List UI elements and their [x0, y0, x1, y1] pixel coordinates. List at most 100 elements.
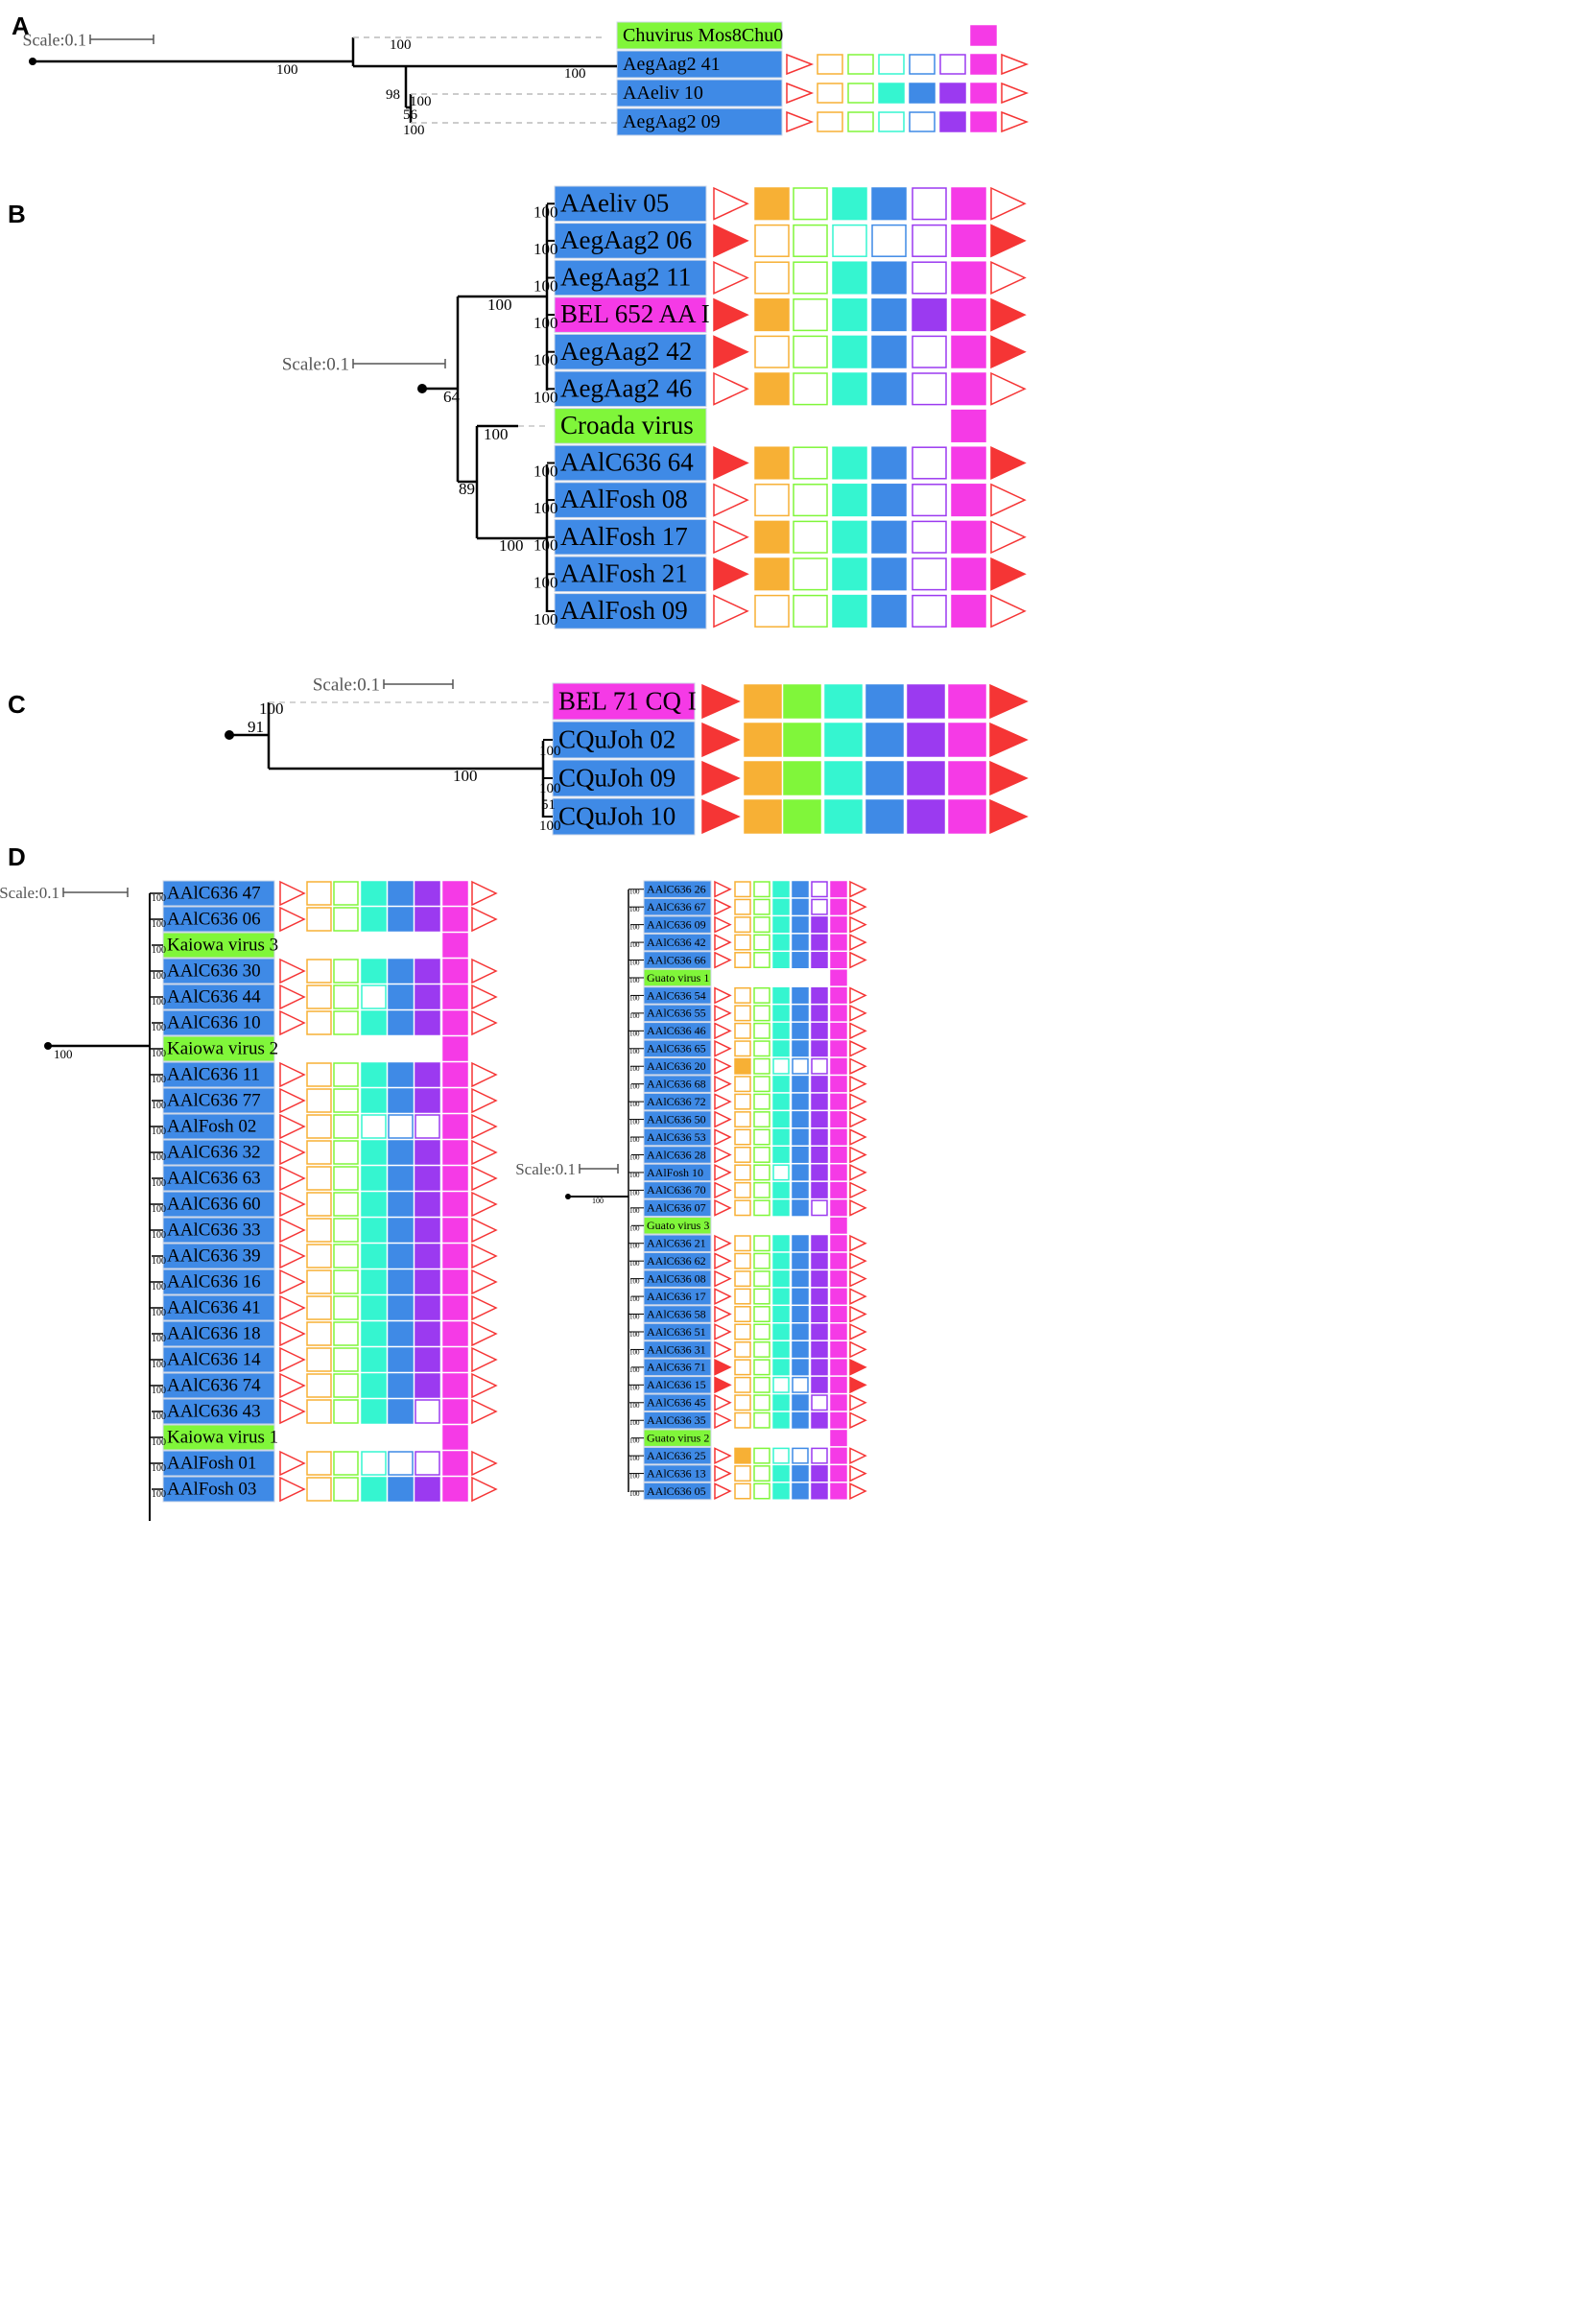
glyco-arrow	[849, 934, 867, 951]
green-box	[783, 799, 821, 834]
taxon-name: AAlC636 55	[647, 1007, 706, 1020]
taxon-label-box	[616, 107, 783, 136]
rdrp-arrow	[714, 1093, 732, 1111]
taxon-name: AAlC636 32	[167, 1143, 261, 1163]
cyan-box	[878, 111, 905, 132]
purple-box	[912, 484, 947, 517]
cyan-box	[772, 1288, 790, 1305]
orange-box	[734, 881, 751, 898]
rdrp-arrow	[713, 520, 749, 555]
cyan-box	[832, 557, 867, 591]
blue-box	[792, 1465, 809, 1482]
orange-box	[734, 1376, 751, 1393]
rdrp-arrow	[714, 986, 732, 1005]
glyco-arrow	[471, 1217, 498, 1244]
bootstrap-value: 100	[152, 1282, 166, 1292]
rdrp-arrow	[714, 1039, 732, 1057]
magenta-box	[830, 934, 847, 951]
magenta-box	[442, 1140, 468, 1165]
cyan-box	[361, 1166, 387, 1191]
bootstrap-value: 100	[629, 1101, 640, 1108]
green-box	[753, 1057, 770, 1075]
taxon-name: CQuJoh 10	[558, 801, 675, 830]
orange-box	[754, 224, 790, 257]
glyco-arrow	[849, 1323, 867, 1340]
bootstrap-value: 100	[629, 941, 640, 949]
taxon-label-box	[162, 1165, 275, 1192]
rdrp-arrow	[279, 1372, 306, 1399]
green-box	[753, 1252, 770, 1269]
bootstrap-value: 100	[152, 1489, 166, 1500]
blue-box	[792, 1040, 809, 1057]
bootstrap-value: 89	[459, 480, 475, 498]
green-box	[753, 1111, 770, 1128]
orange-box	[754, 446, 790, 480]
green-box	[333, 1166, 359, 1191]
bootstrap-value: 100	[152, 1023, 166, 1033]
glyco-arrow	[471, 1372, 498, 1399]
rdrp-arrow	[714, 898, 732, 916]
magenta-box	[951, 372, 986, 406]
orange-box	[734, 952, 751, 968]
cyan-box	[772, 1270, 790, 1288]
cyan-box	[772, 1164, 790, 1181]
glyco-arrow	[471, 984, 498, 1010]
magenta-box	[442, 1373, 468, 1398]
green-box	[333, 1373, 359, 1398]
taxon-name: AegAag2 42	[560, 337, 692, 366]
green-box	[333, 1114, 359, 1139]
taxon-label-box	[162, 1087, 275, 1114]
rdrp-arrow	[786, 82, 815, 105]
glyco-arrow	[471, 1269, 498, 1295]
taxon-label-box	[554, 593, 707, 629]
purple-box	[811, 1057, 828, 1075]
blue-box	[792, 1411, 809, 1429]
blue-box	[792, 1376, 809, 1393]
rdrp-arrow	[714, 1411, 732, 1430]
purple-box	[907, 684, 945, 719]
orange-box	[734, 1359, 751, 1376]
rdrp-arrow	[713, 297, 749, 332]
bootstrap-value: 100	[152, 893, 166, 904]
glyco-arrow	[849, 1198, 867, 1217]
taxon-name: AAlC636 11	[167, 1065, 260, 1085]
glyco-arrow	[471, 958, 498, 984]
purple-box	[811, 1093, 828, 1110]
green-box	[753, 1199, 770, 1217]
orange-box	[734, 1147, 751, 1163]
glyco-arrow	[471, 1139, 498, 1166]
magenta-box	[951, 187, 986, 221]
blue-box	[792, 952, 809, 968]
cyan-box	[832, 335, 867, 368]
taxon-name: AAlC636 26	[647, 883, 706, 896]
cyan-box	[772, 986, 790, 1004]
green-box	[753, 1376, 770, 1393]
taxon-label-box	[162, 1372, 275, 1399]
bootstrap-value: 100	[152, 1334, 166, 1344]
taxon-name: CQuJoh 02	[558, 724, 675, 753]
blue-box	[871, 520, 907, 554]
magenta-box	[830, 969, 847, 986]
blue-box	[865, 799, 904, 834]
orange-box	[734, 1411, 751, 1429]
green-box	[753, 916, 770, 934]
cyan-box	[361, 881, 387, 906]
taxon-name: AAlC636 45	[647, 1396, 706, 1410]
cyan-box	[361, 1218, 387, 1243]
taxon-name: AAlFosh 10	[647, 1166, 703, 1179]
glyco-arrow	[989, 760, 1029, 796]
orange-box	[306, 1295, 332, 1320]
magenta-box	[830, 881, 847, 898]
green-box	[753, 1447, 770, 1464]
rdrp-arrow	[279, 984, 306, 1010]
rdrp-arrow	[279, 880, 306, 907]
taxon-label-box	[554, 223, 707, 259]
glyco-arrow	[471, 1061, 498, 1088]
glyco-arrow	[849, 951, 867, 969]
blue-box	[792, 1270, 809, 1288]
cyan-box	[772, 1411, 790, 1429]
green-box	[753, 1005, 770, 1022]
orange-box	[754, 261, 790, 295]
purple-box	[415, 1166, 440, 1191]
bootstrap-value: 100	[533, 277, 558, 296]
